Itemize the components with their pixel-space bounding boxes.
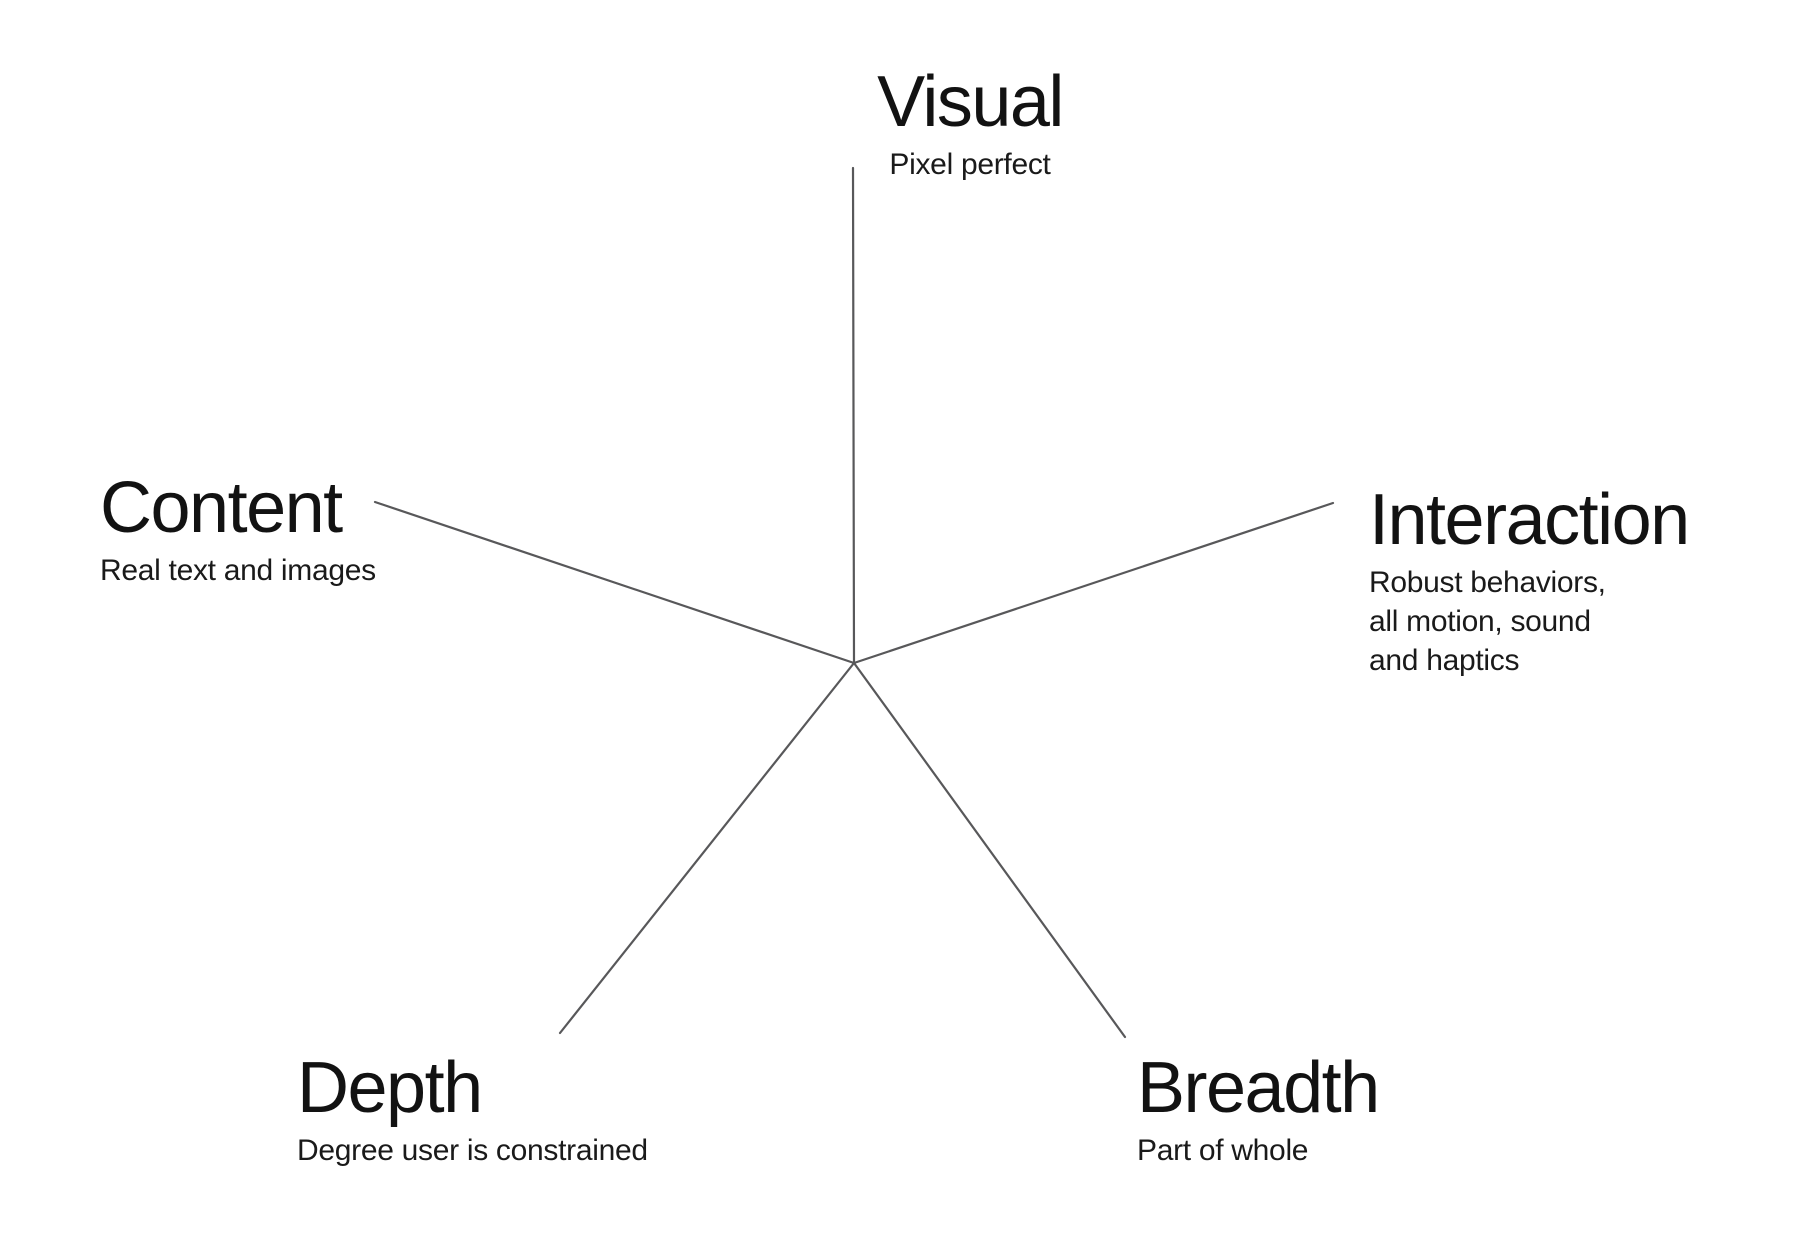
axis-line-interaction <box>852 501 1335 665</box>
axis-description-visual: Pixel perfect <box>877 145 1063 184</box>
axis-description-line: and haptics <box>1369 644 1520 677</box>
axis-description-breadth: Part of whole <box>1137 1131 1379 1170</box>
axis-description-line: Pixel perfect <box>889 148 1051 181</box>
axis-title-content: Content <box>100 468 343 548</box>
axis-description-depth: Degree user is constrained <box>297 1131 648 1170</box>
axis-description-line: Degree user is constrained <box>297 1134 648 1167</box>
axis-description-line: all motion, sound <box>1369 605 1591 638</box>
axis-line-depth <box>558 661 856 1035</box>
axis-label-breadth: Breadth Part of whole <box>1137 1048 1380 1170</box>
axis-title-depth: Depth <box>297 1048 483 1128</box>
axis-label-interaction: Interaction Robust behaviors, all motion… <box>1369 480 1690 680</box>
axis-description-interaction: Robust behaviors, all motion, sound and … <box>1369 563 1689 680</box>
axis-title-breadth: Breadth <box>1137 1048 1380 1128</box>
axis-description-line: Real text and images <box>100 554 376 587</box>
axis-line-content <box>373 500 856 665</box>
axis-line-breadth <box>852 661 1127 1039</box>
axis-description-line: Robust behaviors, <box>1369 566 1606 599</box>
axis-label-content: Content Real text and images <box>100 472 376 590</box>
axis-line-visual <box>851 166 856 665</box>
axis-label-depth: Depth Degree user is constrained <box>297 1052 648 1170</box>
axis-description-content: Real text and images <box>100 551 376 590</box>
axis-title-interaction: Interaction <box>1369 480 1690 560</box>
axis-label-visual: Visual Pixel perfect <box>877 62 1064 184</box>
axis-title-visual: Visual <box>877 62 1064 142</box>
axis-description-line: Part of whole <box>1137 1134 1309 1167</box>
